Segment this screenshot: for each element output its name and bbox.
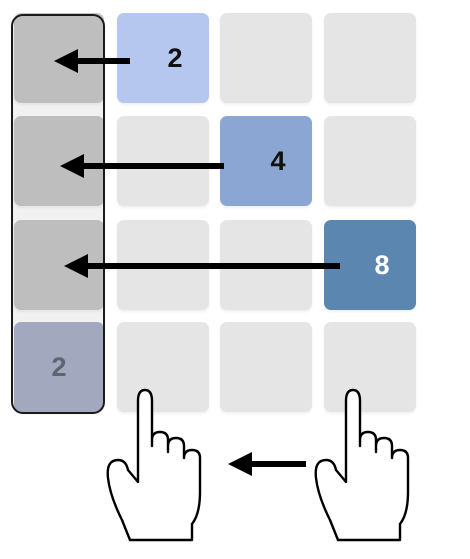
- hand-pointer-icon: [106, 388, 202, 542]
- tile-r4-c1: 2: [14, 322, 104, 412]
- swipe-left-arrow-icon: [228, 452, 306, 476]
- tile-r4-c3: [220, 322, 312, 412]
- tile-r2-c1: [14, 116, 104, 206]
- arrow-row-3-icon: [64, 254, 340, 278]
- arrow-row-2-icon: [60, 154, 224, 178]
- tile-r2-c4: [324, 116, 416, 206]
- tile-r1-c3: [220, 13, 312, 103]
- tile-r1-c4: [324, 13, 416, 103]
- hand-pointer-icon: [314, 388, 410, 542]
- tile-r1-c2: 2: [117, 13, 209, 103]
- left-column-highlight: [11, 14, 105, 414]
- tile-r4-c2: [117, 322, 209, 412]
- tile-r2-c2: [117, 116, 209, 206]
- tile-r4-c4: [324, 322, 416, 412]
- arrow-row-1-icon: [54, 49, 130, 73]
- tile-r2-c3: 4: [220, 116, 312, 206]
